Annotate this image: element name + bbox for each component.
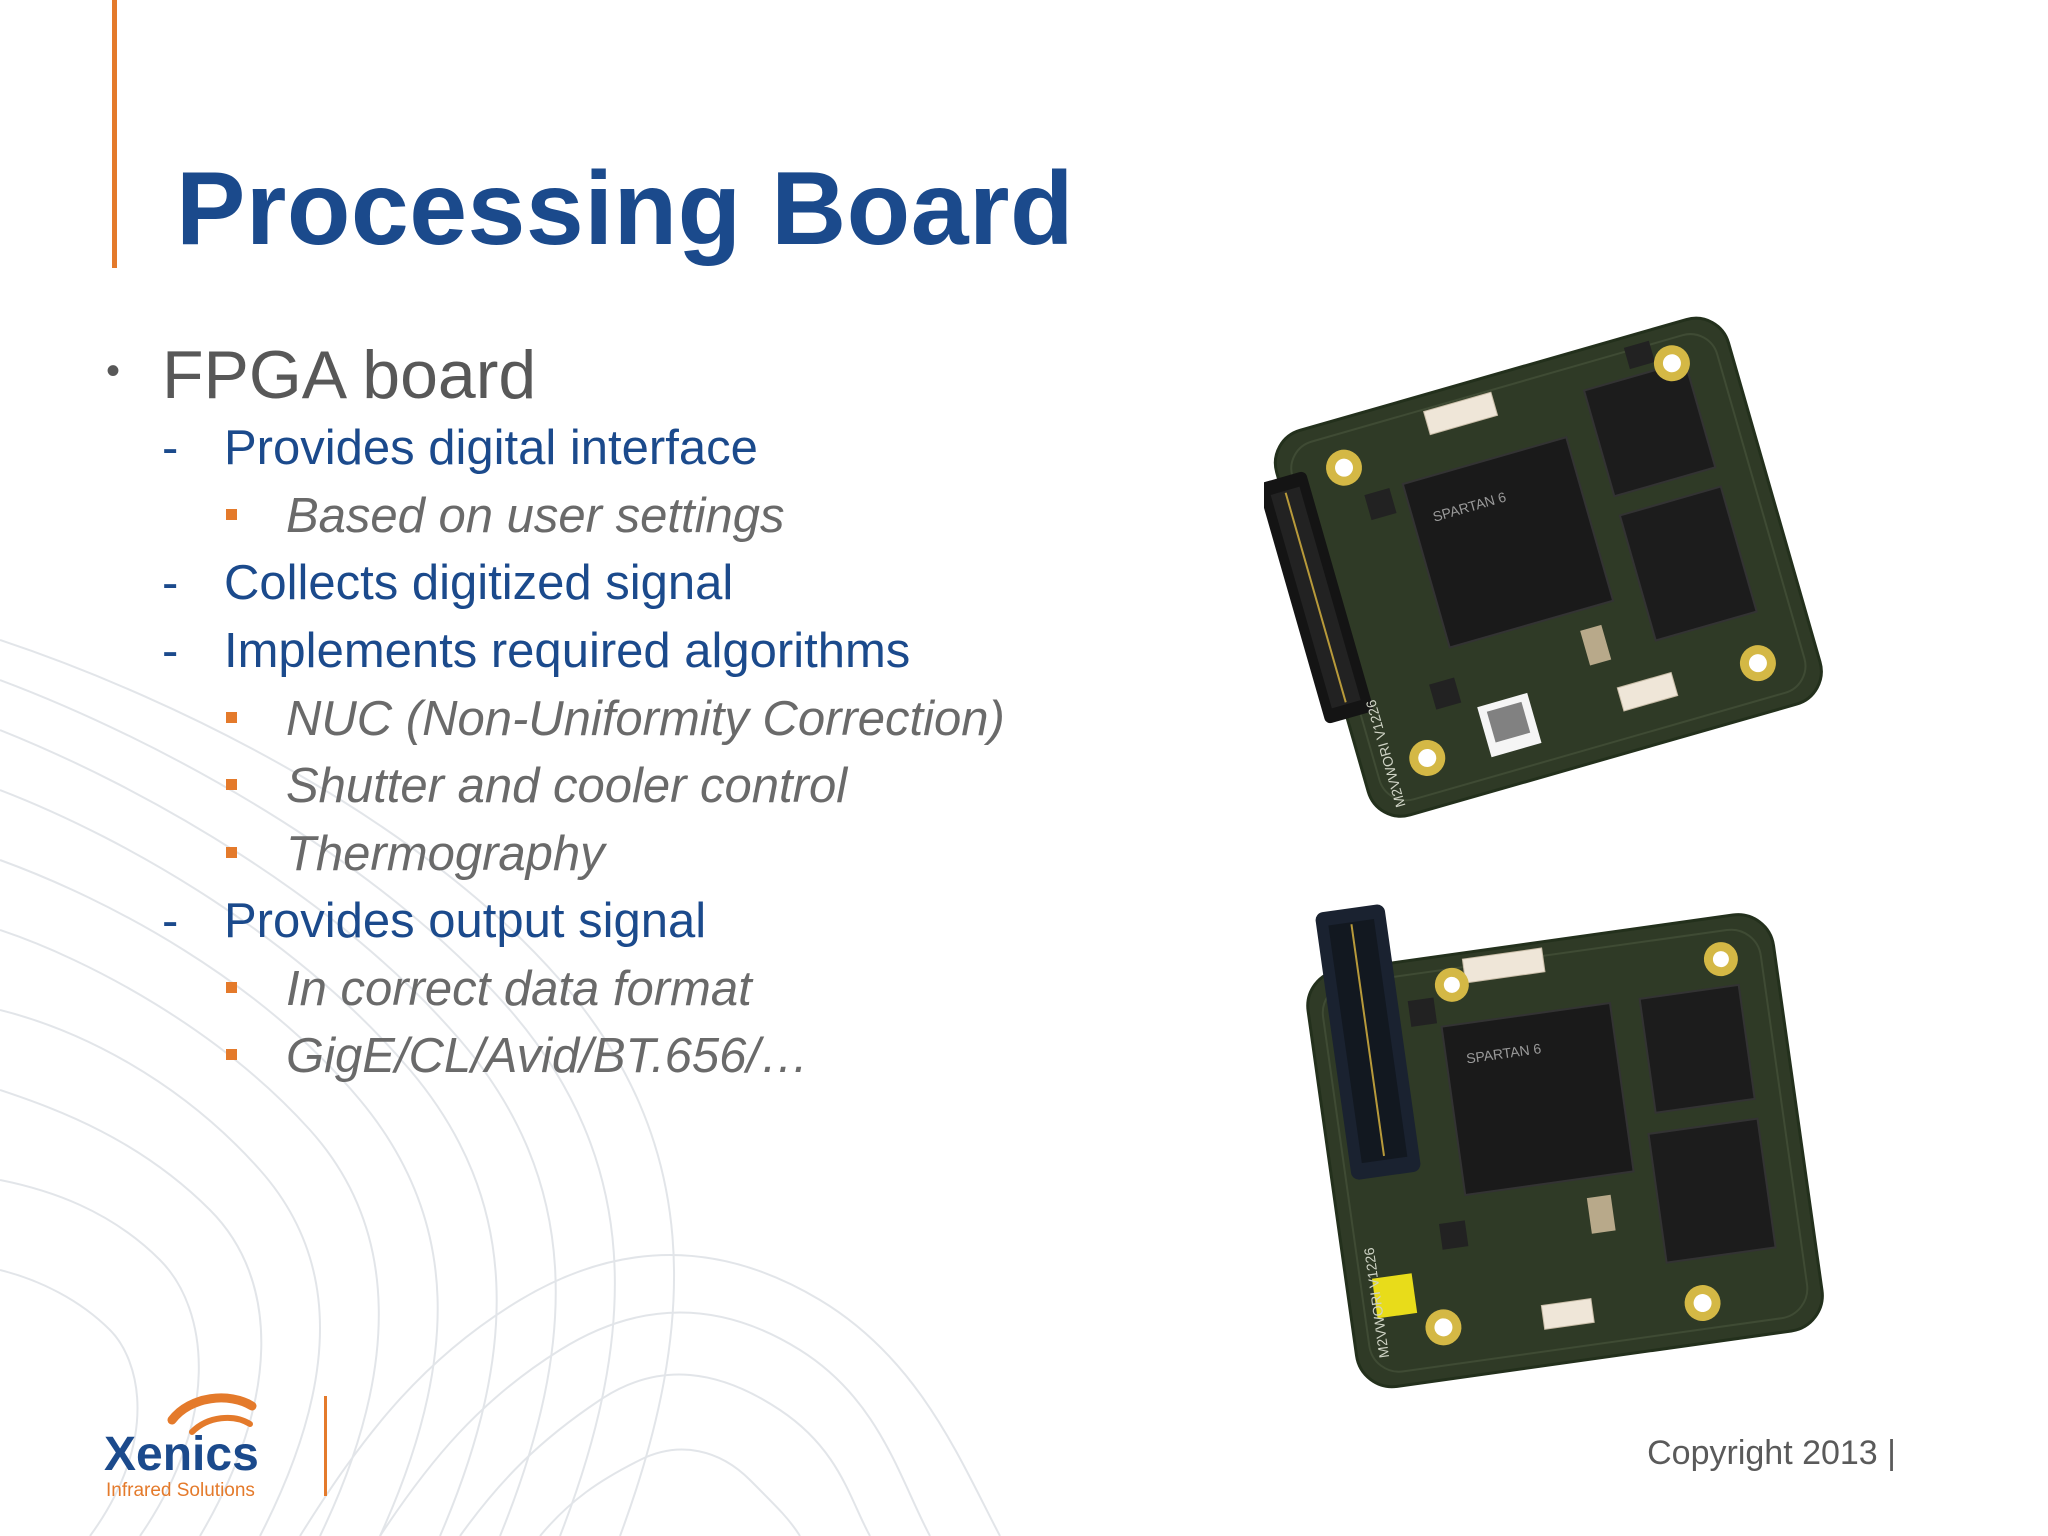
square-bullet-icon — [226, 758, 286, 814]
logo-divider — [324, 1396, 327, 1496]
slide-title: Processing Board — [176, 151, 1075, 267]
bullet-text: Provides output signal — [224, 894, 707, 948]
fpga-board-photo-top: SPARTAN 6 M2VWORI V12 — [1264, 296, 1844, 836]
dash-marker: - — [162, 624, 179, 678]
bullet-text: Collects digitized signal — [224, 556, 734, 610]
bullet-item: Based on user settings — [226, 488, 784, 544]
bullet-item: Thermography — [226, 826, 605, 882]
copyright-footer: Copyright 2013 | — [1647, 1434, 1896, 1472]
bullet-text: In correct data format — [286, 962, 752, 1016]
bullet-item: Shutter and cooler control — [226, 758, 847, 814]
bullet-item: -Provides digital interface — [162, 420, 758, 476]
fpga-board-photo-bottom: SPARTAN 6 M2VWORI V1226 — [1290, 860, 1850, 1430]
bullet-text: NUC (Non-Uniformity Correction) — [286, 692, 1005, 746]
bullet-text: FPGA board — [162, 337, 537, 413]
logo-tagline: Infrared Solutions — [106, 1480, 255, 1501]
bullet-text: Thermography — [286, 827, 605, 881]
title-accent-bar — [112, 0, 117, 268]
bullet-item: In correct data format — [226, 961, 752, 1017]
bullet-item: -Provides output signal — [162, 893, 706, 949]
square-bullet-icon — [226, 961, 286, 1017]
bullet-text: Shutter and cooler control — [286, 759, 848, 813]
bullet-text: Provides digital interface — [224, 421, 758, 475]
bullet-item: GigE/CL/Avid/BT.656/… — [226, 1028, 809, 1084]
bullet-item: NUC (Non-Uniformity Correction) — [226, 691, 1005, 747]
bullet-item: -Implements required algorithms — [162, 623, 910, 679]
square-bullet-icon — [226, 826, 286, 882]
xenics-logo: Xenics Infrared Solutions — [100, 1392, 340, 1502]
bullet-text: Based on user settings — [286, 489, 785, 543]
square-bullet-icon — [226, 1028, 286, 1084]
dash-marker: - — [162, 894, 179, 948]
bullet-marker: • — [106, 349, 121, 393]
bullet-text: GigE/CL/Avid/BT.656/… — [286, 1029, 809, 1083]
dash-marker: - — [162, 556, 179, 610]
square-bullet-icon — [226, 691, 286, 747]
bullet-text: Implements required algorithms — [224, 624, 911, 678]
logo-wordmark: Xenics — [104, 1428, 259, 1481]
bullet-item: -Collects digitized signal — [162, 555, 733, 611]
bullet-item: • FPGA board — [106, 336, 536, 414]
dash-marker: - — [162, 421, 179, 475]
square-bullet-icon — [226, 488, 286, 544]
